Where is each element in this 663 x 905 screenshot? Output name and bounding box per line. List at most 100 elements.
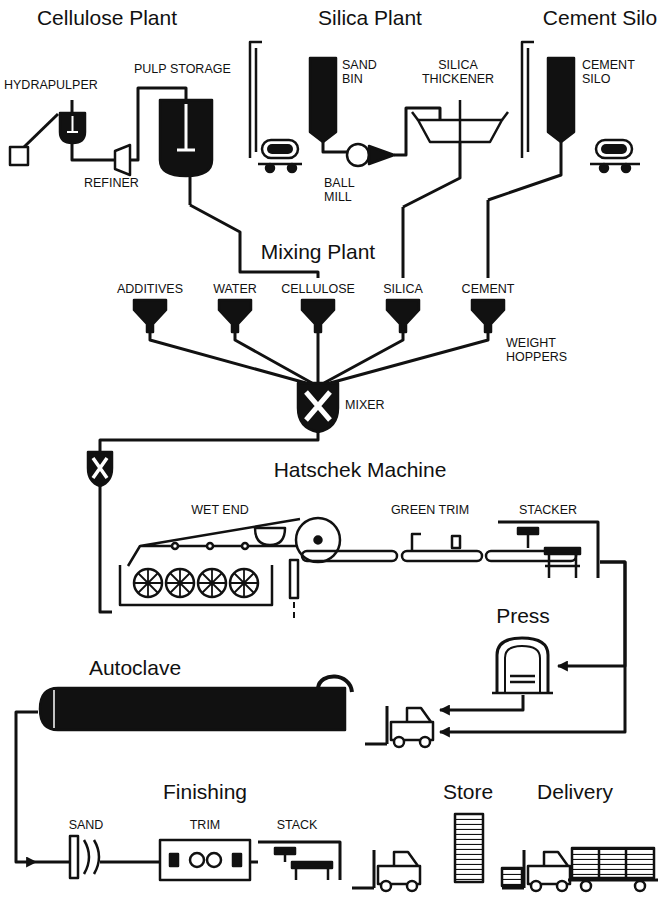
cement-silo <box>488 142 561 200</box>
part-label: STACK <box>277 818 318 832</box>
format-cylinder <box>290 560 298 598</box>
forklift-symbol <box>352 850 420 891</box>
sander-symbol <box>70 836 78 878</box>
forklift-symbol <box>365 706 433 747</box>
plant-section: Cement SiloCEMENT SILO <box>517 4 660 200</box>
tanker-truck <box>262 140 298 158</box>
forklift-symbol <box>502 850 570 891</box>
sander-symbol <box>84 840 99 874</box>
press-symbol <box>497 638 548 693</box>
format-cylinder <box>290 518 340 618</box>
autoclave-vessel <box>40 688 345 730</box>
tanker-truck <box>600 164 608 172</box>
section-heading: Press <box>496 604 550 628</box>
silica-thickener <box>403 100 508 207</box>
hydrapulper-tank <box>71 100 74 113</box>
part-label: CEMENT <box>462 282 515 296</box>
green-trim-knife <box>452 536 460 548</box>
flow-line <box>317 332 320 383</box>
vat-tank <box>166 569 194 597</box>
hydrapulper-tank <box>60 113 85 143</box>
trim-saw <box>233 854 241 866</box>
part-label: STACKER <box>519 503 577 517</box>
felt-belt <box>128 519 300 566</box>
stacker-frame <box>258 842 340 880</box>
vat-tank <box>120 565 272 605</box>
part-label: ADDITIVES <box>117 282 183 296</box>
pulp-storage-tank <box>177 104 195 150</box>
part-label: WATER <box>213 282 257 296</box>
flow-line <box>487 200 490 278</box>
section-heading: Silica Plant <box>318 6 422 30</box>
autoclave-vessel <box>53 690 55 728</box>
weight-hopper-symbol <box>302 300 334 332</box>
tanker-truck <box>266 164 274 172</box>
section-heading: Store <box>443 780 493 804</box>
weight-hopper: CEMENT <box>448 278 528 332</box>
silica-thickener <box>403 142 460 207</box>
flow-line <box>558 562 625 666</box>
delivery-truck <box>635 881 645 891</box>
part-label: SAND <box>69 818 104 832</box>
tanker-truck <box>267 144 293 154</box>
part-label: BALL MILL <box>324 176 364 205</box>
group-label: WEIGHT HOPPERS <box>506 336 572 365</box>
conveyor <box>402 551 482 561</box>
tanker-truck <box>288 164 296 172</box>
stacker-frame <box>498 522 598 578</box>
finishing-line: FinishingSANDTRIMSTACK <box>36 780 425 895</box>
section-heading: Autoclave <box>89 656 181 680</box>
delivery-truck <box>599 848 626 878</box>
stacker-frame <box>296 868 328 880</box>
section-heading: Cement Silo <box>543 6 657 30</box>
autoclave: Autoclave <box>38 656 440 750</box>
vat-tank <box>230 569 258 597</box>
stacker-frame <box>498 522 598 578</box>
silica-thickener <box>412 100 508 142</box>
flow-line <box>16 712 38 862</box>
flow-line <box>235 332 312 383</box>
refiner-symbol <box>115 145 130 175</box>
sand-bin <box>323 142 347 152</box>
felt-belt <box>128 519 300 566</box>
green-trim-knife <box>412 534 460 551</box>
section-heading: Delivery <box>537 780 613 804</box>
flow-line <box>440 562 625 732</box>
press-symbol <box>492 676 553 693</box>
holding-mixer-symbol <box>88 452 112 486</box>
holding-mixer-symbol <box>88 452 112 486</box>
part-label: MIXER <box>345 398 385 412</box>
weight-hopper-symbol <box>134 300 166 332</box>
forklift-symbol <box>502 850 570 891</box>
delivery-truck <box>581 881 591 891</box>
stacker-frame <box>545 548 580 554</box>
format-cylinder <box>315 537 322 544</box>
autoclave-vessel <box>318 676 352 692</box>
cement-silo <box>548 58 574 142</box>
delivery-truck <box>568 879 658 882</box>
delivery-truck <box>568 848 658 891</box>
stacker-frame <box>275 848 295 854</box>
mixer-symbol <box>298 383 338 432</box>
felt-belt <box>242 543 248 549</box>
tanker-truck <box>601 144 627 154</box>
vat-tank <box>134 569 162 597</box>
trim-saw <box>207 853 221 867</box>
tanker-truck <box>596 140 632 158</box>
tanker-truck <box>622 164 630 172</box>
hydrapulper-tank <box>60 100 85 143</box>
press-symbol <box>492 638 553 693</box>
bucket-elevator <box>522 42 534 158</box>
part-label: PULP STORAGE <box>134 62 231 76</box>
part-label: REFINER <box>84 176 139 190</box>
weight-hopper-symbol <box>219 300 251 332</box>
part-label: WET END <box>191 503 248 517</box>
vat-tank <box>198 569 226 597</box>
weight-hopper-symbol <box>134 300 504 332</box>
flow-line <box>402 207 405 278</box>
part-label: SILICA THICKENER <box>418 58 498 87</box>
part-label: CEMENT SILO <box>582 58 644 87</box>
plant-section: Cellulose PlantHYDRAPULPERPULP STORAGERE… <box>3 4 248 205</box>
press: Press <box>488 602 558 695</box>
ball-mill <box>347 144 369 166</box>
